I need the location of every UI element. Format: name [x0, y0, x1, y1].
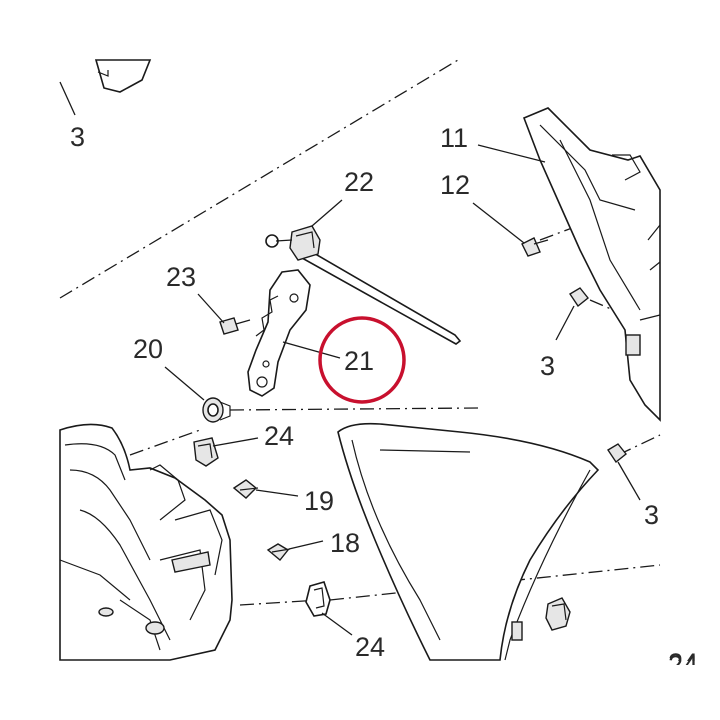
leader-lines [59, 81, 641, 636]
callout-11: 11 [440, 123, 468, 153]
clip-24-lower [305, 581, 331, 617]
bracket-top-left [94, 59, 152, 93]
callout-24-lower: 24 [355, 632, 385, 662]
fairing-upper-right [522, 107, 661, 422]
side-panel-lower-right [337, 422, 600, 661]
callout-12: 12 [440, 170, 470, 200]
screw-19 [232, 479, 259, 499]
clip-nut-24-upper [193, 437, 219, 467]
callout-3-right: 3 [540, 351, 555, 381]
screw-18 [266, 543, 291, 561]
grommet-20 [202, 397, 231, 423]
callout-18: 18 [330, 528, 360, 558]
highlight-circle [318, 316, 406, 404]
callout-24-upper: 24 [264, 421, 294, 451]
clip-bottom-right [545, 597, 571, 631]
screw-12 [521, 237, 549, 257]
callout-3-top: 3 [70, 122, 85, 152]
screw-23 [219, 317, 251, 335]
bottom-margin [0, 661, 720, 720]
callout-23: 23 [166, 262, 196, 292]
bracket-plate-21 [247, 269, 311, 397]
callout-24-cut-visible: 24 [668, 650, 698, 680]
screw-3-right [569, 287, 627, 464]
callout-20: 20 [133, 334, 163, 364]
callout-21: 21 [344, 346, 374, 376]
callout-19: 19 [304, 486, 334, 516]
callout-22: 22 [344, 167, 374, 197]
fairing-lower-left [59, 423, 233, 661]
callout-labels: 3 11 12 22 23 20 21 3 24 19 18 3 24 24 [70, 122, 698, 678]
callout-3-lower-right: 3 [644, 500, 659, 530]
